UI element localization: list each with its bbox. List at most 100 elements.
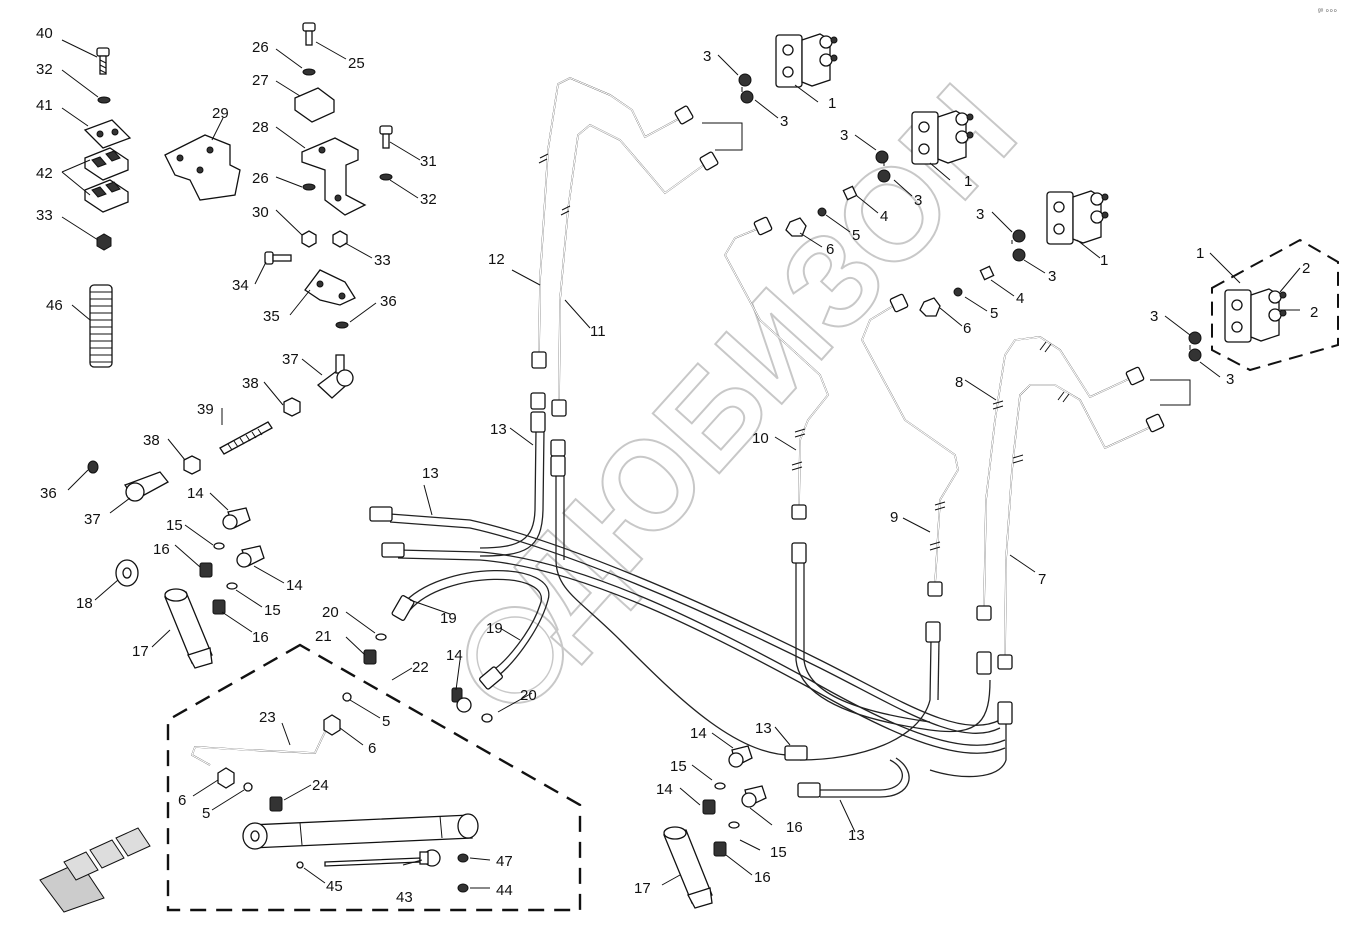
threaded-rod-39: [219, 421, 273, 455]
ring-5a: [342, 692, 352, 702]
ball-joint-37a: [316, 354, 354, 399]
bolt-40: [96, 47, 110, 75]
callout-29: 29: [212, 105, 229, 122]
center-small-parts: [451, 687, 493, 723]
nut-30: [301, 230, 317, 248]
washer-20b: [481, 713, 493, 723]
adapter-16a: [199, 562, 213, 578]
hose-7-lower: [929, 720, 1007, 778]
callout-42: 42: [36, 165, 53, 182]
pipe-9: [861, 302, 959, 586]
callout-2: 2: [1302, 260, 1310, 277]
callout-43: 43: [396, 889, 413, 906]
callout-19: 19: [440, 610, 457, 627]
adapter-21: [363, 649, 377, 665]
cylinder-17a: [164, 588, 213, 669]
valve-1a: [775, 33, 838, 88]
callout-17b: 17: [634, 880, 651, 897]
hose-13-vert-b: [555, 470, 801, 756]
washer-32a: [97, 96, 111, 104]
callout-14b: 14: [286, 577, 303, 594]
callout-labels: 40 32 41 42 33 46 26 25 27 29 28 31 26 3…: [36, 25, 1318, 906]
hose-13-b: [397, 549, 1006, 746]
callout-13c: 13: [755, 720, 772, 737]
direction-arrow-icon: [39, 827, 151, 913]
callout-5: 5: [382, 713, 390, 730]
left-cylinder-group: [115, 507, 265, 669]
callout-36b: 36: [40, 485, 57, 502]
callout-14d: 14: [690, 725, 707, 742]
washer-15a: [213, 542, 225, 550]
callout-16b: 16: [252, 629, 269, 646]
fitting-nut-12: [531, 351, 547, 369]
cylinder-17b: [663, 826, 713, 909]
callout-33: 33: [36, 207, 53, 224]
adapter-16d: [713, 841, 727, 857]
washer-15c: [714, 782, 726, 790]
valve-1b: [911, 110, 974, 165]
nut-33b: [332, 230, 348, 248]
callout-3: 3: [703, 48, 711, 65]
callout-14c: 14: [446, 647, 463, 664]
callout-23: 23: [259, 709, 276, 726]
right-cylinder-group: [663, 745, 767, 909]
callout-20b: 20: [520, 687, 537, 704]
callout-14e: 16: [786, 819, 803, 836]
adapter-24: [269, 796, 283, 812]
callout-36: 36: [380, 293, 397, 310]
callout-27: 27: [252, 72, 269, 89]
callout-12: 12: [488, 251, 505, 268]
callout-22: 22: [412, 659, 429, 676]
washer-26b: [302, 183, 316, 191]
callout-37: 37: [282, 351, 299, 368]
nut-38a: [283, 397, 301, 417]
nut-6a: [323, 714, 341, 736]
washer-20a: [375, 633, 387, 641]
callout-37b: 37: [84, 511, 101, 528]
fitting-nut-11: [551, 399, 567, 417]
clamp-42: [84, 147, 129, 213]
detail-inset: [166, 633, 582, 912]
adapter-16c: [702, 799, 716, 815]
callout-15b: 15: [264, 602, 281, 619]
callout-28: 28: [252, 119, 269, 136]
callout-9: 9: [890, 509, 898, 526]
callout-10: 10: [752, 430, 769, 447]
adapter-16b: [212, 599, 226, 615]
callout-1b: 1: [964, 173, 972, 190]
callout-34: 34: [232, 277, 249, 294]
ring-5b: [243, 782, 253, 792]
corner-code: ᵍᵒ ⸰⸰⸰: [1318, 8, 1337, 15]
callout-1: 1: [828, 95, 836, 112]
callout-4b: 4: [1016, 290, 1024, 307]
callout-46: 46: [46, 297, 63, 314]
callout-3h: 3: [1226, 371, 1234, 388]
callout-38b: 38: [143, 432, 160, 449]
callout-11: 11: [590, 323, 606, 340]
ball-joint-37b: [124, 471, 169, 502]
hoses: [389, 429, 1007, 798]
callout-15c: 15: [670, 758, 687, 775]
callout-13b: 13: [422, 465, 439, 482]
bolt-25: [302, 22, 316, 46]
clip-27: [294, 87, 335, 123]
callout-6c: 6: [826, 241, 834, 258]
cylinder-22: [242, 813, 479, 850]
callout-21: 21: [315, 628, 332, 645]
ring-45: [296, 861, 304, 869]
washer-32b: [379, 173, 393, 181]
callout-3c: 3: [840, 127, 848, 144]
bracket-28: [301, 137, 367, 216]
washer-15b: [226, 582, 238, 590]
bracket-parts: [83, 22, 393, 502]
hose-13-long: [389, 513, 1001, 726]
callout-5d: 5: [990, 305, 998, 322]
callout-17: 17: [132, 643, 149, 660]
pipe-7: [1004, 384, 1156, 661]
callout-32: 32: [36, 61, 53, 78]
callout-6d: 6: [963, 320, 971, 337]
callout-3f: 3: [1048, 268, 1056, 285]
sleeve-46: [89, 284, 113, 368]
washer-18: [115, 559, 139, 587]
callout-24: 24: [312, 777, 329, 794]
